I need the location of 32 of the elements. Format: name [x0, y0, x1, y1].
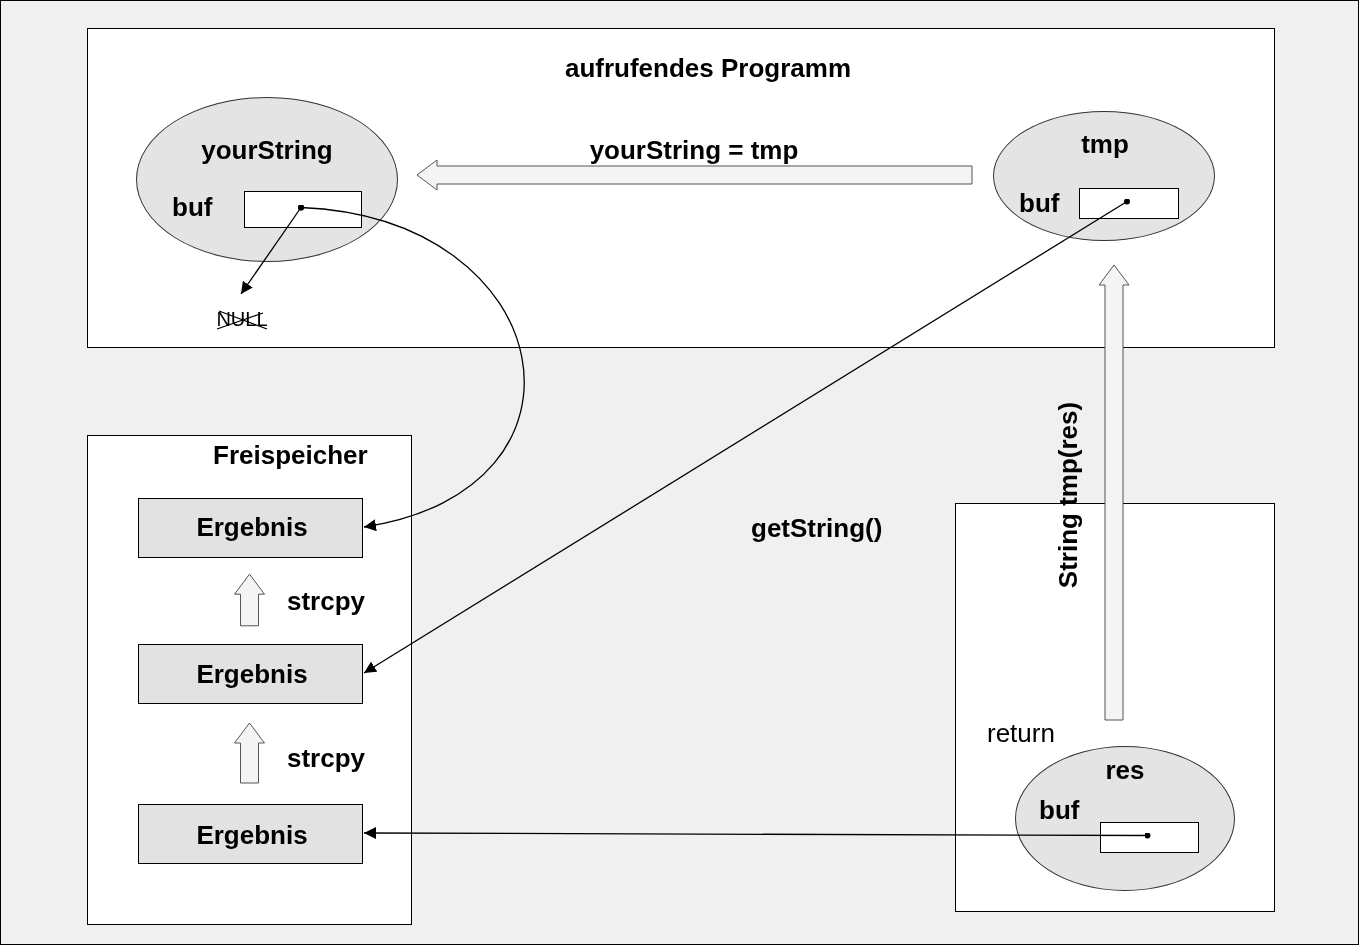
node-title: yourString — [201, 135, 333, 165]
block-arrow — [1098, 264, 1130, 721]
node-title: getString() — [751, 513, 883, 543]
pointer-field — [1100, 822, 1199, 853]
pointer-arrow — [363, 827, 1151, 840]
field-label: buf — [1039, 795, 1080, 825]
node-title: res — [1105, 755, 1145, 785]
frame-box — [87, 28, 1275, 348]
block-arrow — [416, 159, 973, 191]
memory-label: Ergebnis — [196, 659, 308, 689]
edge-label: strcpy — [287, 743, 366, 773]
memory-label: Ergebnis — [196, 820, 308, 850]
pointer-arrow — [363, 198, 1130, 674]
field-label: buf — [1019, 188, 1060, 218]
edge-label: String tmp(res) — [1053, 401, 1083, 589]
block-arrow — [234, 573, 265, 627]
field-label: buf — [172, 192, 213, 222]
frame-box — [87, 435, 412, 925]
memory-box — [138, 804, 363, 864]
memory-label: Ergebnis — [196, 512, 308, 542]
edge-label: strcpy — [287, 586, 366, 616]
node-title: aufrufendes Programm — [564, 53, 852, 83]
pointer-field — [244, 191, 362, 228]
node-title: tmp — [1081, 129, 1129, 159]
edge-label: yourString = tmp — [589, 135, 799, 165]
pointer-arrow — [298, 204, 525, 530]
block-arrow — [234, 722, 265, 784]
memory-box — [138, 644, 363, 704]
note-text: return — [987, 718, 1055, 748]
node-title: Freispeicher — [213, 440, 368, 470]
pointer-field — [1079, 188, 1179, 219]
memory-box — [138, 498, 363, 558]
